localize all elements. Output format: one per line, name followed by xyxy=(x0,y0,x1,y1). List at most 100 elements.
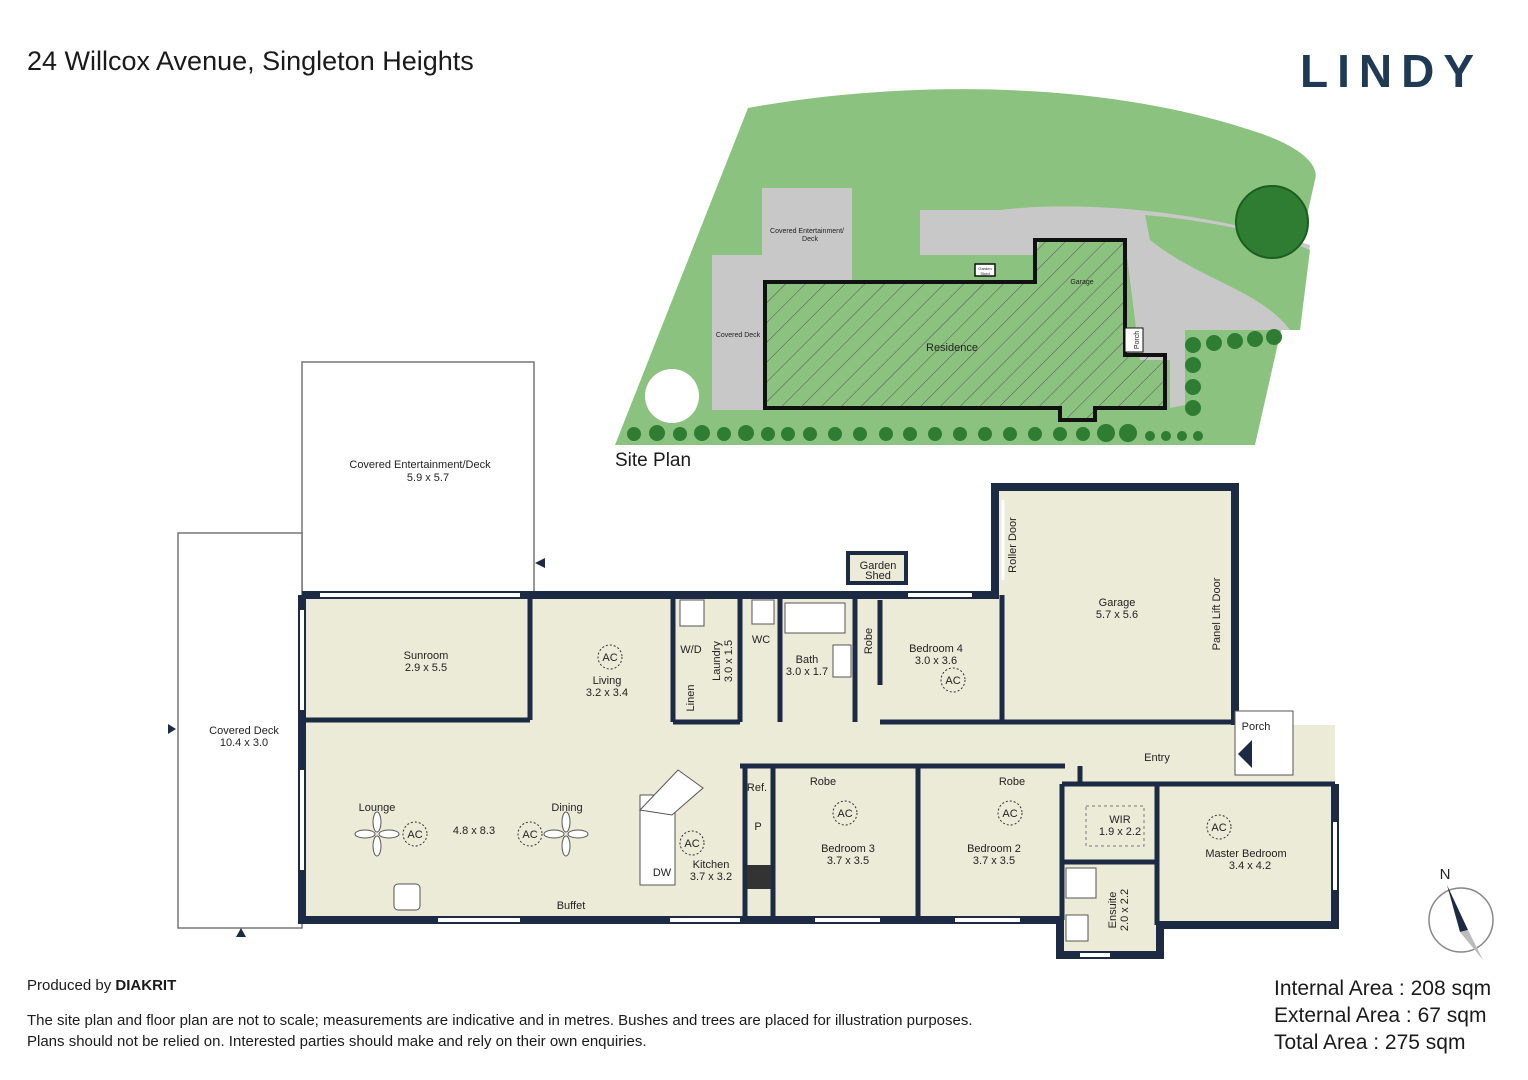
size-master: 3.4 x 4.2 xyxy=(1229,860,1271,872)
ensuite-toilet xyxy=(1065,914,1089,942)
floor-plan: Covered Entertainment/Deck 5.9 x 5.7 Cov… xyxy=(168,361,1494,960)
site-plan-title: Site Plan xyxy=(615,450,692,471)
label-roller-door: Roller Door xyxy=(1007,517,1019,573)
size-covered-ent: 5.9 x 5.7 xyxy=(407,472,449,484)
ac-units xyxy=(402,644,1232,856)
site-bushes xyxy=(627,329,1282,442)
size-bath: 3.0 x 1.7 xyxy=(786,666,828,678)
size-kitchen: 3.7 x 3.2 xyxy=(690,871,732,883)
ac-kitchen: AC xyxy=(684,838,699,850)
covered-deck-area xyxy=(177,532,303,929)
compass-needle-south xyxy=(1460,930,1483,960)
label-lounge: Lounge xyxy=(359,802,396,814)
site-label-shed2: Shed xyxy=(980,271,989,276)
label-dw: DW xyxy=(653,867,672,879)
label-garden-shed: Garden xyxy=(860,560,897,572)
fireplace xyxy=(393,883,421,911)
compass-needle-north xyxy=(1447,885,1468,932)
site-residence xyxy=(763,238,1167,422)
garden-shed xyxy=(846,551,908,585)
label-bedroom2: Bedroom 2 xyxy=(967,843,1021,855)
brand-logo: LINDY xyxy=(1300,45,1483,97)
page-title: 24 Willcox Avenue, Singleton Heights xyxy=(27,46,474,76)
label-wd: W/D xyxy=(680,644,701,656)
label-master: Master Bedroom xyxy=(1205,848,1286,860)
wir-shelving xyxy=(1085,805,1145,847)
site-covered-deck xyxy=(712,255,767,410)
site-label-porch: Porch xyxy=(1134,331,1141,349)
label-porch: Porch xyxy=(1242,721,1271,733)
interior-floor xyxy=(302,487,1335,955)
ac-bedroom3: AC xyxy=(837,808,852,820)
site-plan: Covered Entertainment/ Deck Covered Deck… xyxy=(615,89,1316,446)
site-covered-ent xyxy=(762,188,852,280)
site-label-shed: Garden xyxy=(978,266,991,271)
total-area: Total Area : 275 sqm xyxy=(1274,1031,1466,1054)
size-laundry: 3.0 x 1.5 xyxy=(723,640,735,682)
label-dining: Dining xyxy=(551,802,582,814)
ac-lounge: AC xyxy=(407,829,422,841)
disclaimer-line-2: Plans should not be relied on. Intereste… xyxy=(27,1033,647,1050)
label-bedroom4: Bedroom 4 xyxy=(909,643,963,655)
label-bedroom3: Bedroom 3 xyxy=(821,843,875,855)
site-label-garage: Garage xyxy=(1070,279,1093,286)
label-panel-lift-door: Panel Lift Door xyxy=(1211,577,1223,650)
label-ref: Ref. xyxy=(747,782,767,794)
external-area: External Area : 67 sqm xyxy=(1274,1004,1487,1027)
ac-bedroom2: AC xyxy=(1002,808,1017,820)
label-entry: Entry xyxy=(1144,752,1170,764)
size-ensuite: 2.0 x 2.2 xyxy=(1119,889,1131,931)
size-bedroom4: 3.0 x 3.6 xyxy=(915,655,957,667)
disclaimer-line-1: The site plan and floor plan are not to … xyxy=(27,1012,973,1029)
windows xyxy=(300,593,1337,957)
compass-north-label: N xyxy=(1440,866,1451,883)
porch-area xyxy=(1234,710,1294,776)
wc-toilet xyxy=(751,599,775,625)
ac-bedroom4: AC xyxy=(945,675,960,687)
site-label-covered-ent2: Deck xyxy=(802,236,818,243)
label-wir: WIR xyxy=(1109,814,1130,826)
producer-prefix: Produced by xyxy=(27,977,112,994)
site-label-covered-deck: Covered Deck xyxy=(716,332,761,339)
label-living: Living xyxy=(593,675,622,687)
ac-master: AC xyxy=(1211,822,1226,834)
kitchen-island xyxy=(638,769,704,816)
interior-walls xyxy=(302,595,1335,925)
label-buffet: Buffet xyxy=(557,900,586,912)
size-garage: 5.7 x 5.6 xyxy=(1096,609,1138,621)
label-garage: Garage xyxy=(1099,597,1136,609)
ceiling-fan-lounge xyxy=(354,811,400,857)
size-bedroom3: 3.7 x 3.5 xyxy=(827,855,869,867)
site-label-covered-ent: Covered Entertainment/ xyxy=(770,228,844,235)
size-sunroom: 2.9 x 5.5 xyxy=(405,662,447,674)
size-wir: 1.9 x 2.2 xyxy=(1099,826,1141,838)
internal-area: Internal Area : 208 sqm xyxy=(1274,977,1492,1000)
label-covered-ent: Covered Entertainment/Deck xyxy=(349,459,491,471)
ceiling-fan-dining xyxy=(543,811,589,857)
label-ensuite: Ensuite xyxy=(1107,892,1119,929)
label-laundry: Laundry xyxy=(711,641,723,681)
ac-dining: AC xyxy=(522,829,537,841)
size-bedroom2: 3.7 x 3.5 xyxy=(973,855,1015,867)
label-kitchen: Kitchen xyxy=(693,859,730,871)
label-sunroom: Sunroom xyxy=(404,650,449,662)
cooktop xyxy=(747,865,771,889)
producer-credit: Produced by DIAKRIT xyxy=(27,977,176,994)
label-pantry: P xyxy=(754,821,761,833)
ac-living: AC xyxy=(602,652,617,664)
entry-arrow-icon xyxy=(1238,740,1252,768)
label-garden-shed2: Shed xyxy=(865,570,891,582)
area-summary: Internal Area : 208 sqm External Area : … xyxy=(1274,975,1491,1056)
site-pool xyxy=(645,369,699,423)
size-living: 3.2 x 3.4 xyxy=(586,687,628,699)
label-linen: Linen xyxy=(685,685,697,712)
laundry-tub xyxy=(679,599,705,627)
size-lounge-dining: 4.8 x 8.3 xyxy=(453,825,495,837)
label-robe-b2: Robe xyxy=(999,776,1025,788)
compass-rose xyxy=(1428,885,1494,960)
label-robe-b4: Robe xyxy=(863,628,875,654)
label-robe-b3: Robe xyxy=(810,776,836,788)
producer-brand: DIAKRIT xyxy=(115,977,177,994)
label-wc: WC xyxy=(752,634,770,646)
